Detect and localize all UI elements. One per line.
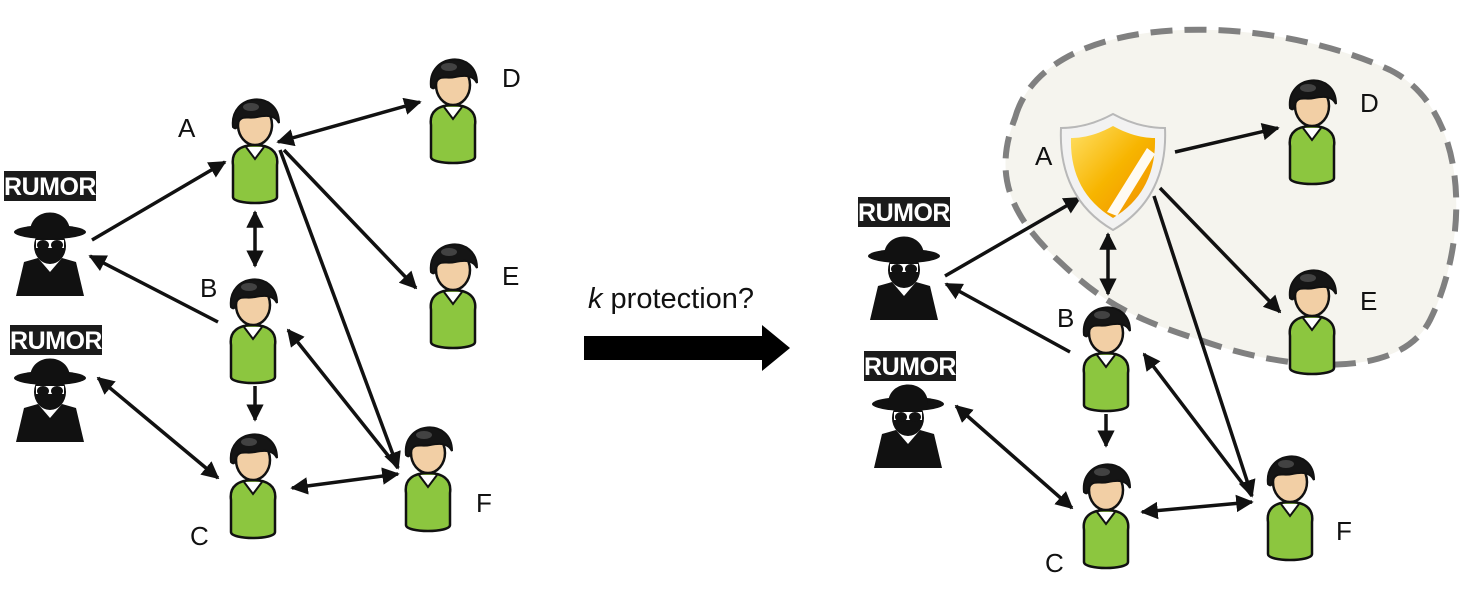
spy-icon — [872, 384, 944, 468]
person-icon-c — [229, 433, 279, 540]
spy-icon — [14, 358, 86, 442]
edge-f-c — [1140, 494, 1254, 520]
person-icon-d — [1288, 79, 1338, 186]
node-label-a: A — [178, 113, 196, 143]
edge-b-spy1 — [88, 254, 219, 324]
rumor-spy-1: RUMOR — [858, 197, 951, 227]
node-label-b: B — [200, 273, 217, 303]
person-icon-b — [1082, 306, 1132, 413]
edge-spy2-c — [96, 376, 220, 480]
spy-icon — [868, 236, 940, 320]
node-label-a: A — [1035, 141, 1053, 171]
transition-text: protection? — [603, 283, 755, 315]
rumor-spy-2: RUMOR — [10, 325, 103, 355]
rumor-spy-1: RUMOR — [4, 171, 97, 201]
edge-f-b — [286, 328, 400, 470]
person-icon-d — [429, 58, 479, 165]
edge-f-b — [1142, 352, 1254, 498]
person-icon-c — [1082, 463, 1132, 570]
edge-a-f — [1152, 195, 1256, 498]
person-icon-f — [404, 426, 454, 533]
person-icon-e — [429, 243, 479, 350]
node-label-e: E — [1360, 286, 1377, 316]
left-edges — [88, 97, 422, 495]
node-label-c: C — [1045, 548, 1064, 578]
shield-icon — [1059, 112, 1167, 232]
rumor-label: RUMOR — [858, 199, 950, 227]
rumor-spy-2: RUMOR — [864, 351, 957, 381]
edge-spy2-c — [954, 404, 1074, 510]
edge-a-d — [1174, 123, 1280, 154]
transition-label: k protection? — [588, 283, 754, 315]
right-graph: RUMOR RUMOR A B C D E F — [858, 26, 1460, 578]
node-label-d: D — [502, 63, 521, 93]
edge-spy1-a — [91, 160, 227, 242]
edge-a-e — [282, 148, 418, 290]
edge-a-e — [1158, 186, 1282, 314]
edge-spy1-a — [944, 196, 1082, 278]
node-label-f: F — [1336, 516, 1352, 546]
edge-a-d — [276, 97, 422, 147]
rumor-label: RUMOR — [864, 353, 956, 381]
transition-k: k — [588, 283, 604, 315]
person-icon-a — [231, 98, 281, 205]
rumor-label: RUMOR — [4, 173, 96, 201]
person-icon-e — [1288, 269, 1338, 376]
node-label-e: E — [502, 261, 519, 291]
person-icon-b — [229, 278, 279, 385]
node-label-d: D — [1360, 88, 1379, 118]
right-edges — [944, 123, 1282, 520]
person-icon-f — [1266, 455, 1316, 562]
node-label-c: C — [190, 521, 209, 551]
spy-icon — [14, 212, 86, 296]
edge-f-c — [290, 467, 400, 495]
edge-a-f — [278, 149, 401, 470]
edge-b-spy1 — [944, 282, 1071, 354]
left-graph: RUMOR RUMOR A B C D E F — [4, 58, 521, 551]
transition: k protection? — [584, 283, 790, 371]
node-label-b: B — [1057, 303, 1074, 333]
rumor-label: RUMOR — [10, 327, 102, 355]
transition-arrow-icon — [584, 325, 790, 371]
node-label-f: F — [476, 488, 492, 518]
protected-region — [1002, 26, 1460, 368]
